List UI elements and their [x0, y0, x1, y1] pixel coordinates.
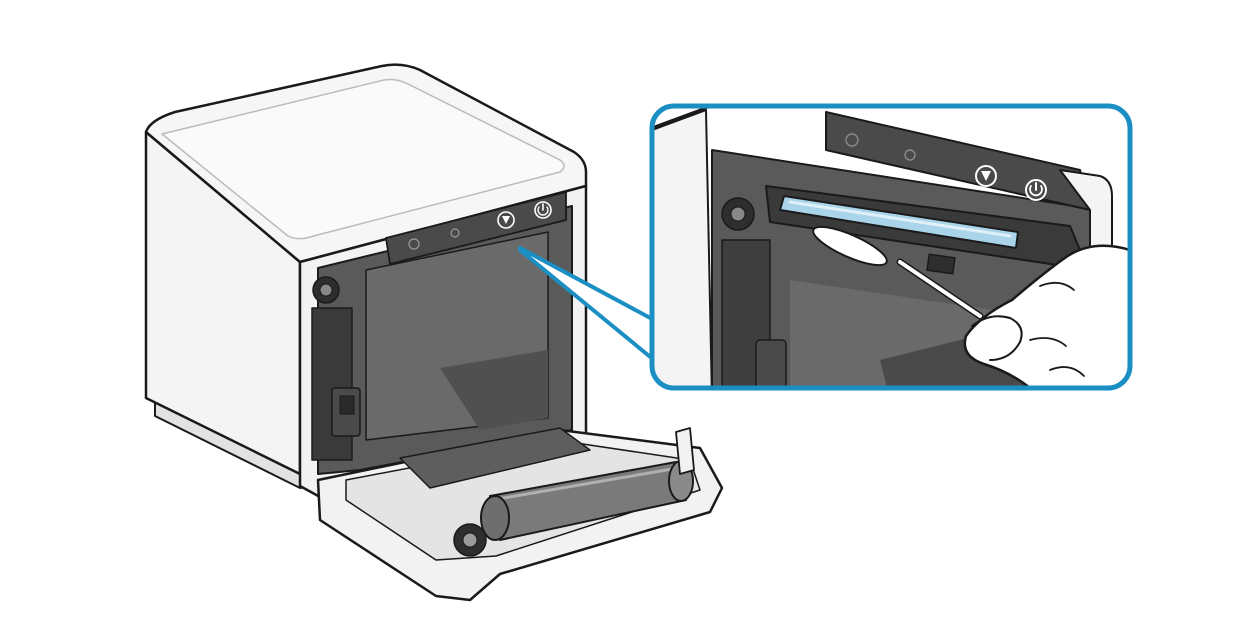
network-icon	[450, 228, 460, 238]
printer-icon	[408, 238, 420, 250]
feed-icon[interactable]	[497, 211, 515, 229]
printer-top-inner	[161, 78, 565, 240]
platen-roller	[453, 460, 694, 557]
power-icon[interactable]	[1025, 179, 1047, 201]
callout-border	[649, 103, 1133, 391]
head-chip	[926, 253, 956, 275]
printer-icon	[845, 133, 859, 147]
callout-zoom	[649, 103, 1133, 391]
callout-frame-left	[652, 109, 713, 388]
power-icon[interactable]	[534, 201, 552, 219]
cotton-swab	[812, 225, 984, 320]
callout-gear	[721, 197, 787, 388]
feed-icon[interactable]	[975, 165, 997, 187]
control-panel	[385, 191, 567, 265]
gear-mechanism	[311, 276, 361, 461]
printer	[144, 63, 724, 602]
paper-guide	[399, 427, 591, 489]
cover-latch	[675, 427, 695, 475]
cavity-floor-shadow	[440, 350, 548, 430]
network-icon	[904, 149, 916, 161]
hand	[963, 244, 1130, 388]
